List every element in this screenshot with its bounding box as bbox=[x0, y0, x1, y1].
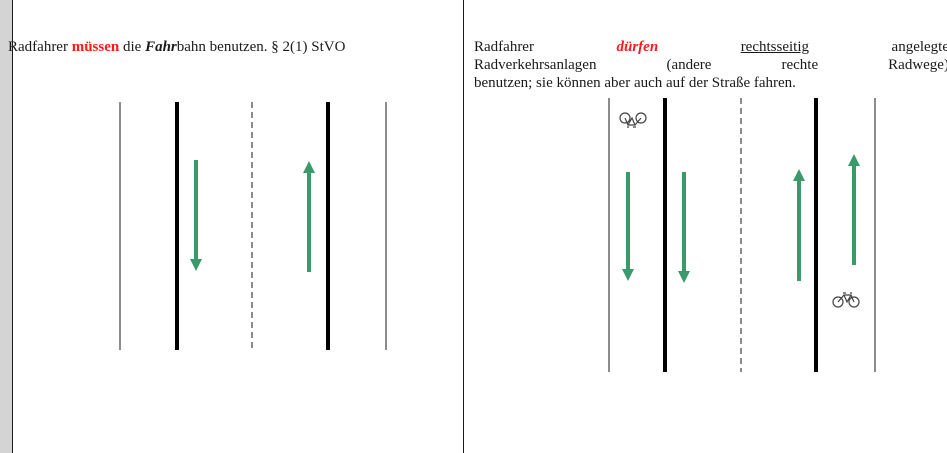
text-word: (andere bbox=[666, 57, 712, 73]
emphasis-may: dürfen bbox=[616, 39, 659, 55]
text-word: Radverkehrsanlagen bbox=[474, 57, 597, 73]
text-word: Radwege) bbox=[888, 57, 947, 73]
emphasis-fahr: Fahr bbox=[145, 39, 177, 55]
right-text-line-2: Radverkehrsanlagen (andere rechte Radweg… bbox=[474, 56, 947, 74]
column-divider bbox=[463, 0, 464, 453]
right-road-diagram bbox=[608, 98, 876, 372]
text-word: angelegte bbox=[891, 39, 947, 55]
right-cell-text: Radfahrer dürfen rechtsseitig angelegte … bbox=[474, 38, 947, 92]
left-cell-text: Radfahrer müssen die Fahrbahn benutzen. … bbox=[8, 38, 455, 56]
right-text-line-3: benutzen; sie können aber auch auf der S… bbox=[474, 75, 796, 91]
emphasis-must: müssen bbox=[71, 39, 120, 55]
right-text-line-1: Radfahrer dürfen rechtsseitig angelegte bbox=[474, 38, 947, 56]
text-word: Radfahrer bbox=[474, 39, 534, 55]
text-segment: die bbox=[119, 39, 146, 55]
bicycle-icon bbox=[619, 112, 647, 128]
comparison-table bbox=[12, 0, 947, 453]
emphasis-right-side: rechtsseitig bbox=[740, 39, 810, 55]
bicycle-icon bbox=[832, 292, 860, 308]
text-word: rechte bbox=[781, 57, 819, 73]
text-segment: Radfahrer bbox=[8, 39, 72, 55]
text-segment: bahn benutzen. § 2(1) StVO bbox=[176, 39, 346, 55]
left-road-diagram bbox=[119, 102, 387, 350]
